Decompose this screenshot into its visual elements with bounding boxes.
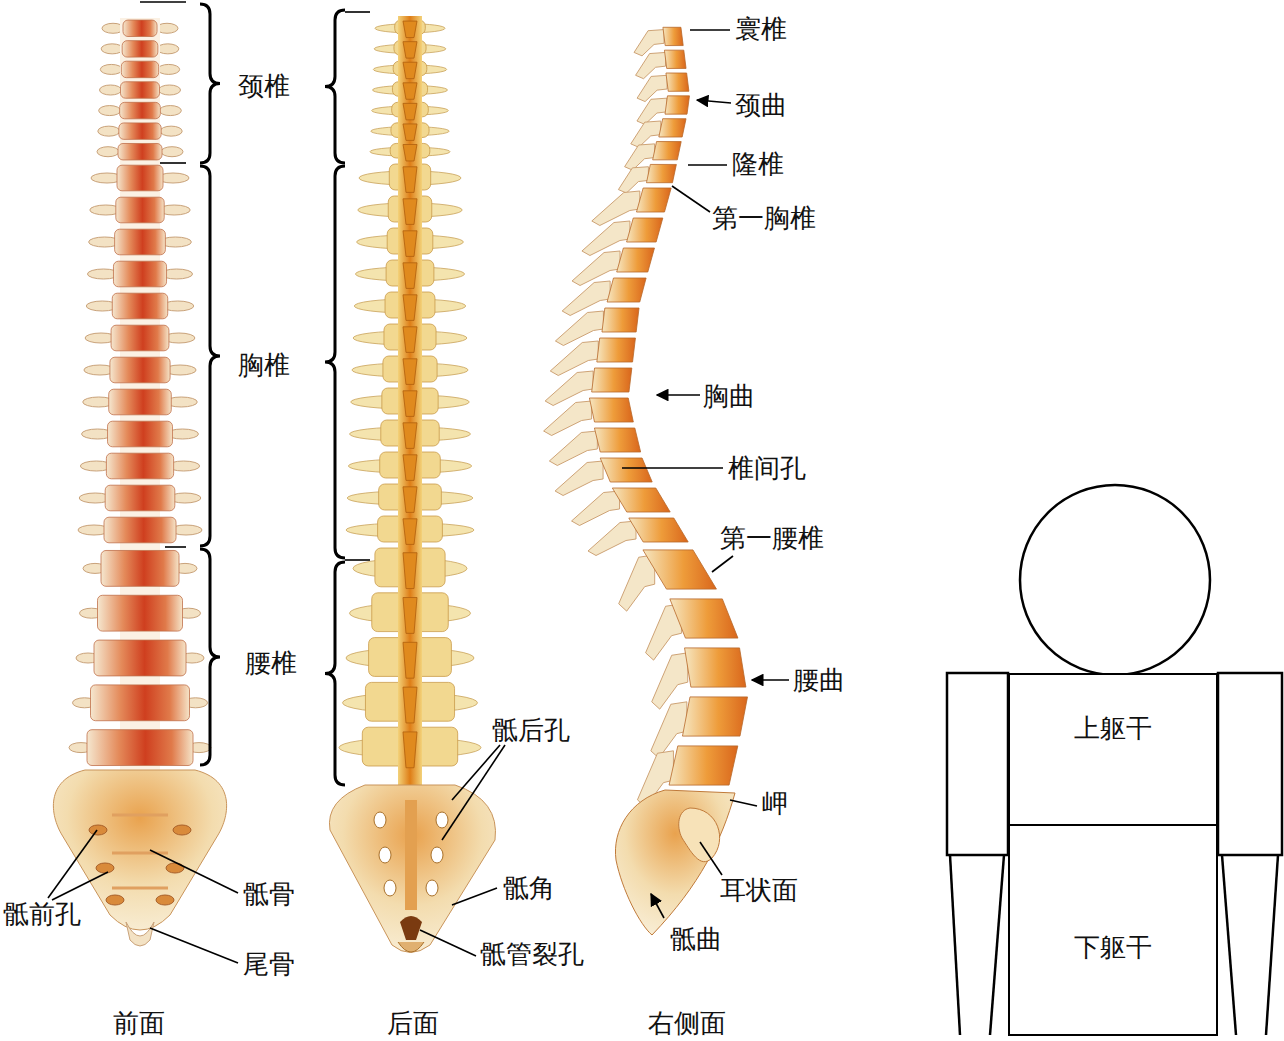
part-label: 骶角: [503, 875, 555, 901]
part-label: 骶曲: [670, 926, 722, 952]
brackets: [200, 4, 345, 785]
part-label: 腰曲: [793, 667, 845, 693]
part-label: 骶后孔: [492, 717, 570, 743]
torso-box: 上躯干: [1008, 673, 1218, 826]
part-label: 骶前孔: [3, 901, 81, 927]
part-label: 隆椎: [732, 151, 784, 177]
box-label: 上躯干: [1074, 715, 1152, 741]
torso-box: 下躯干: [1008, 824, 1218, 1036]
front-view: [53, 18, 226, 946]
part-label: 椎间孔: [728, 455, 806, 481]
view-label: 右侧面: [648, 1010, 726, 1036]
part-label: 岬: [762, 790, 788, 816]
body-outline: [947, 485, 1282, 1035]
view-label: 前面: [113, 1010, 165, 1036]
part-label: 骶骨: [243, 881, 295, 907]
view-label: 后面: [387, 1010, 439, 1036]
part-label: 腰椎: [245, 650, 297, 676]
part-label: 第一胸椎: [712, 205, 816, 231]
leader-lines: [48, 2, 789, 963]
part-label: 尾骨: [243, 951, 295, 977]
side-view: [544, 27, 748, 935]
part-label: 耳状面: [720, 877, 798, 903]
box-label: 下躯干: [1074, 934, 1152, 960]
part-label: 颈椎: [238, 73, 290, 99]
part-label: 第一腰椎: [720, 525, 824, 551]
part-label: 骶管裂孔: [480, 941, 584, 967]
part-label: 胸曲: [703, 383, 755, 409]
back-view: [329, 16, 495, 953]
part-label: 寰椎: [735, 16, 787, 42]
part-label: 颈曲: [735, 92, 787, 118]
part-label: 胸椎: [238, 352, 290, 378]
